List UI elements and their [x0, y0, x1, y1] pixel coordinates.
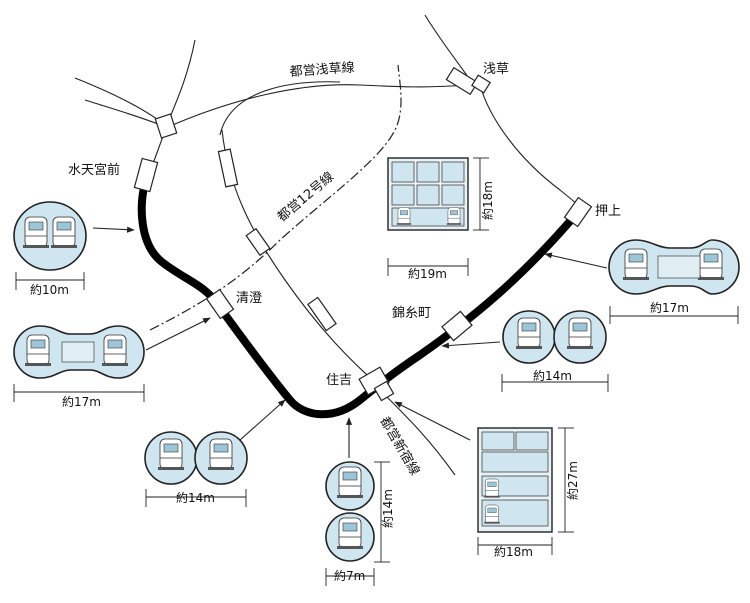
- dim-asakusa-box-width: 約19m: [408, 266, 447, 281]
- background-lines: [74, 14, 583, 476]
- line-shinjuku-label: 都営新宿線: [377, 414, 423, 478]
- section-suitengumae: 約10m: [13, 201, 87, 297]
- dim-asakusa-box-height: 約18m: [480, 181, 495, 220]
- station-kinshicho-label: 錦糸町: [392, 305, 431, 321]
- section-kiyosumi: 約17m: [13, 325, 145, 409]
- dim-suitengumae: 約10m: [30, 282, 69, 297]
- dim-sumiyoshi-stack-height: 約14m: [380, 489, 395, 528]
- dim-sumiyoshi-left: 約14m: [176, 490, 215, 505]
- station-suitengumae-label: 水天宮前: [68, 162, 120, 178]
- station-markers: [133, 66, 593, 402]
- line-12-label: 都営12号線: [274, 169, 337, 225]
- dim-sumiyoshi-box-height: 約27m: [565, 461, 580, 500]
- dim-sumiyoshi-stack-width: 約7m: [334, 568, 365, 583]
- line-asakusa-label: 都営浅草線: [289, 59, 355, 79]
- line-12-route: [149, 64, 402, 331]
- station-kiyosumi-label: 清澄: [236, 291, 262, 306]
- dim-oshiage: 約17m: [650, 300, 689, 315]
- section-sumiyoshi-box: 約27m 約18m: [477, 427, 580, 559]
- section-sumiyoshi-left: 約14m: [144, 431, 248, 507]
- section-sumiyoshi-stack: 約14m 約7m: [325, 461, 395, 586]
- section-kinshicho: 約14m: [501, 310, 609, 392]
- station-oshiage-label: 押上: [595, 204, 621, 219]
- station-asakusa-label: 浅草: [483, 62, 509, 77]
- station-sumiyoshi-label: 住吉: [326, 373, 352, 388]
- dim-sumiyoshi-box-width: 約18m: [494, 544, 533, 559]
- dim-kinshicho: 約14m: [533, 368, 572, 383]
- section-asakusa-box: 約18m 約19m: [387, 157, 495, 281]
- section-oshiage: 約17m: [608, 239, 740, 324]
- callout-arrows: [92, 226, 608, 458]
- dim-kiyosumi: 約17m: [62, 394, 101, 409]
